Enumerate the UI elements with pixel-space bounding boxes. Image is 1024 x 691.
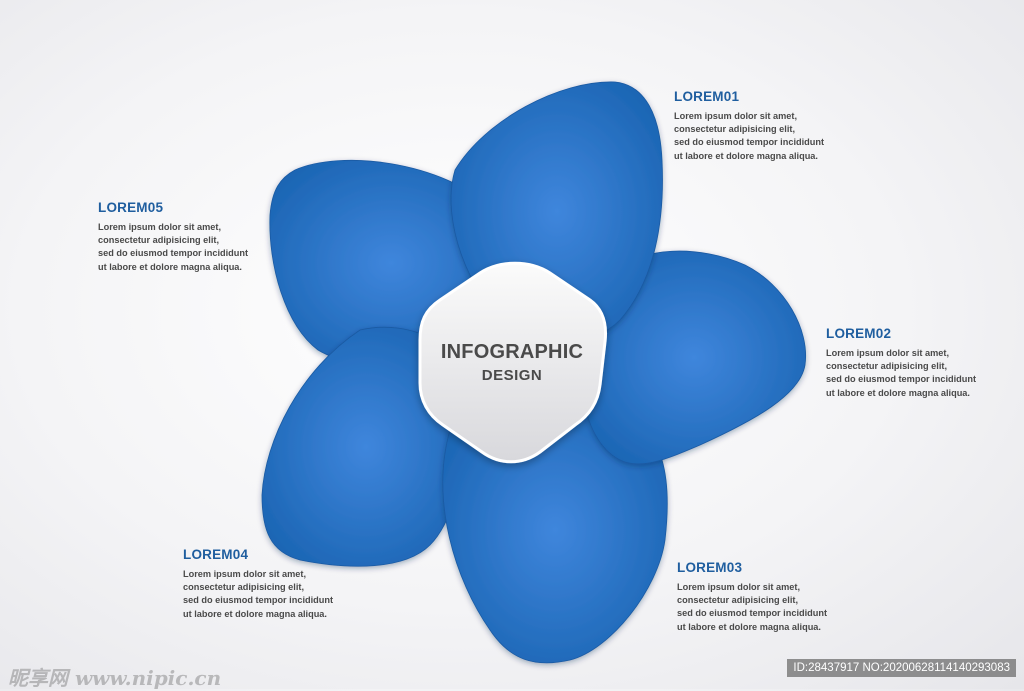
item-2-title: LOREM02 <box>826 326 892 341</box>
item-5-line-3: sed do eiusmod tempor incididunt <box>98 248 249 259</box>
item-5-line-4: ut labore et dolore magna aliqua. <box>98 261 242 272</box>
item-4-title: LOREM04 <box>183 547 249 562</box>
item-4-line-2: consectetur adipisicing elit, <box>183 582 304 593</box>
item-4-description: Lorem ipsum dolor sit amet, consectetur … <box>183 568 353 621</box>
item-2: LOREM02 Lorem ipsum dolor sit amet, cons… <box>826 326 996 400</box>
item-3: LOREM03 Lorem ipsum dolor sit amet, cons… <box>677 560 847 634</box>
item-2-line-4: ut labore et dolore magna aliqua. <box>826 387 970 398</box>
item-5-title: LOREM05 <box>98 200 164 215</box>
item-3-line-4: ut labore et dolore magna aliqua. <box>677 621 821 632</box>
item-1-title: LOREM01 <box>674 89 740 104</box>
item-3-line-2: consectetur adipisicing elit, <box>677 595 798 606</box>
footer: 昵享网 www.nipic.cn ID:28437917 NO:20200628… <box>0 656 1024 690</box>
watermark: 昵享网 www.nipic.cn <box>8 666 222 690</box>
item-4: LOREM04 Lorem ipsum dolor sit amet, cons… <box>183 547 353 621</box>
item-2-line-2: consectetur adipisicing elit, <box>826 361 947 372</box>
item-3-title: LOREM03 <box>677 560 743 575</box>
item-1-line-4: ut labore et dolore magna aliqua. <box>674 150 818 161</box>
center-hexagon <box>418 261 608 464</box>
item-5-line-1: Lorem ipsum dolor sit amet, <box>98 222 222 232</box>
image-id: ID:28437917 NO:20200628114140293083 <box>787 659 1016 677</box>
item-5-description: Lorem ipsum dolor sit amet, consectetur … <box>98 221 268 274</box>
item-5-line-2: consectetur adipisicing elit, <box>98 235 219 246</box>
item-1-line-1: Lorem ipsum dolor sit amet, <box>674 111 798 121</box>
petal-2 <box>582 250 807 465</box>
item-1-line-2: consectetur adipisicing elit, <box>674 124 795 135</box>
center-subtitle: DESIGN <box>481 367 543 384</box>
item-2-line-3: sed do eiusmod tempor incididunt <box>826 374 977 385</box>
item-3-line-1: Lorem ipsum dolor sit amet, <box>677 582 801 592</box>
item-1-description: Lorem ipsum dolor sit amet, consectetur … <box>674 110 844 163</box>
item-2-line-1: Lorem ipsum dolor sit amet, <box>826 348 950 358</box>
item-5: LOREM05 Lorem ipsum dolor sit amet, cons… <box>98 200 268 274</box>
item-1-line-3: sed do eiusmod tempor incididunt <box>674 137 825 148</box>
item-3-line-3: sed do eiusmod tempor incididunt <box>677 608 828 619</box>
item-3-description: Lorem ipsum dolor sit amet, consectetur … <box>677 581 847 634</box>
item-2-description: Lorem ipsum dolor sit amet, consectetur … <box>826 347 996 400</box>
item-4-line-1: Lorem ipsum dolor sit amet, <box>183 569 307 579</box>
center-title: INFOGRAPHIC <box>440 341 584 363</box>
item-4-line-4: ut labore et dolore magna aliqua. <box>183 608 327 619</box>
item-4-line-3: sed do eiusmod tempor incididunt <box>183 595 334 606</box>
item-1: LOREM01 Lorem ipsum dolor sit amet, cons… <box>674 89 844 163</box>
